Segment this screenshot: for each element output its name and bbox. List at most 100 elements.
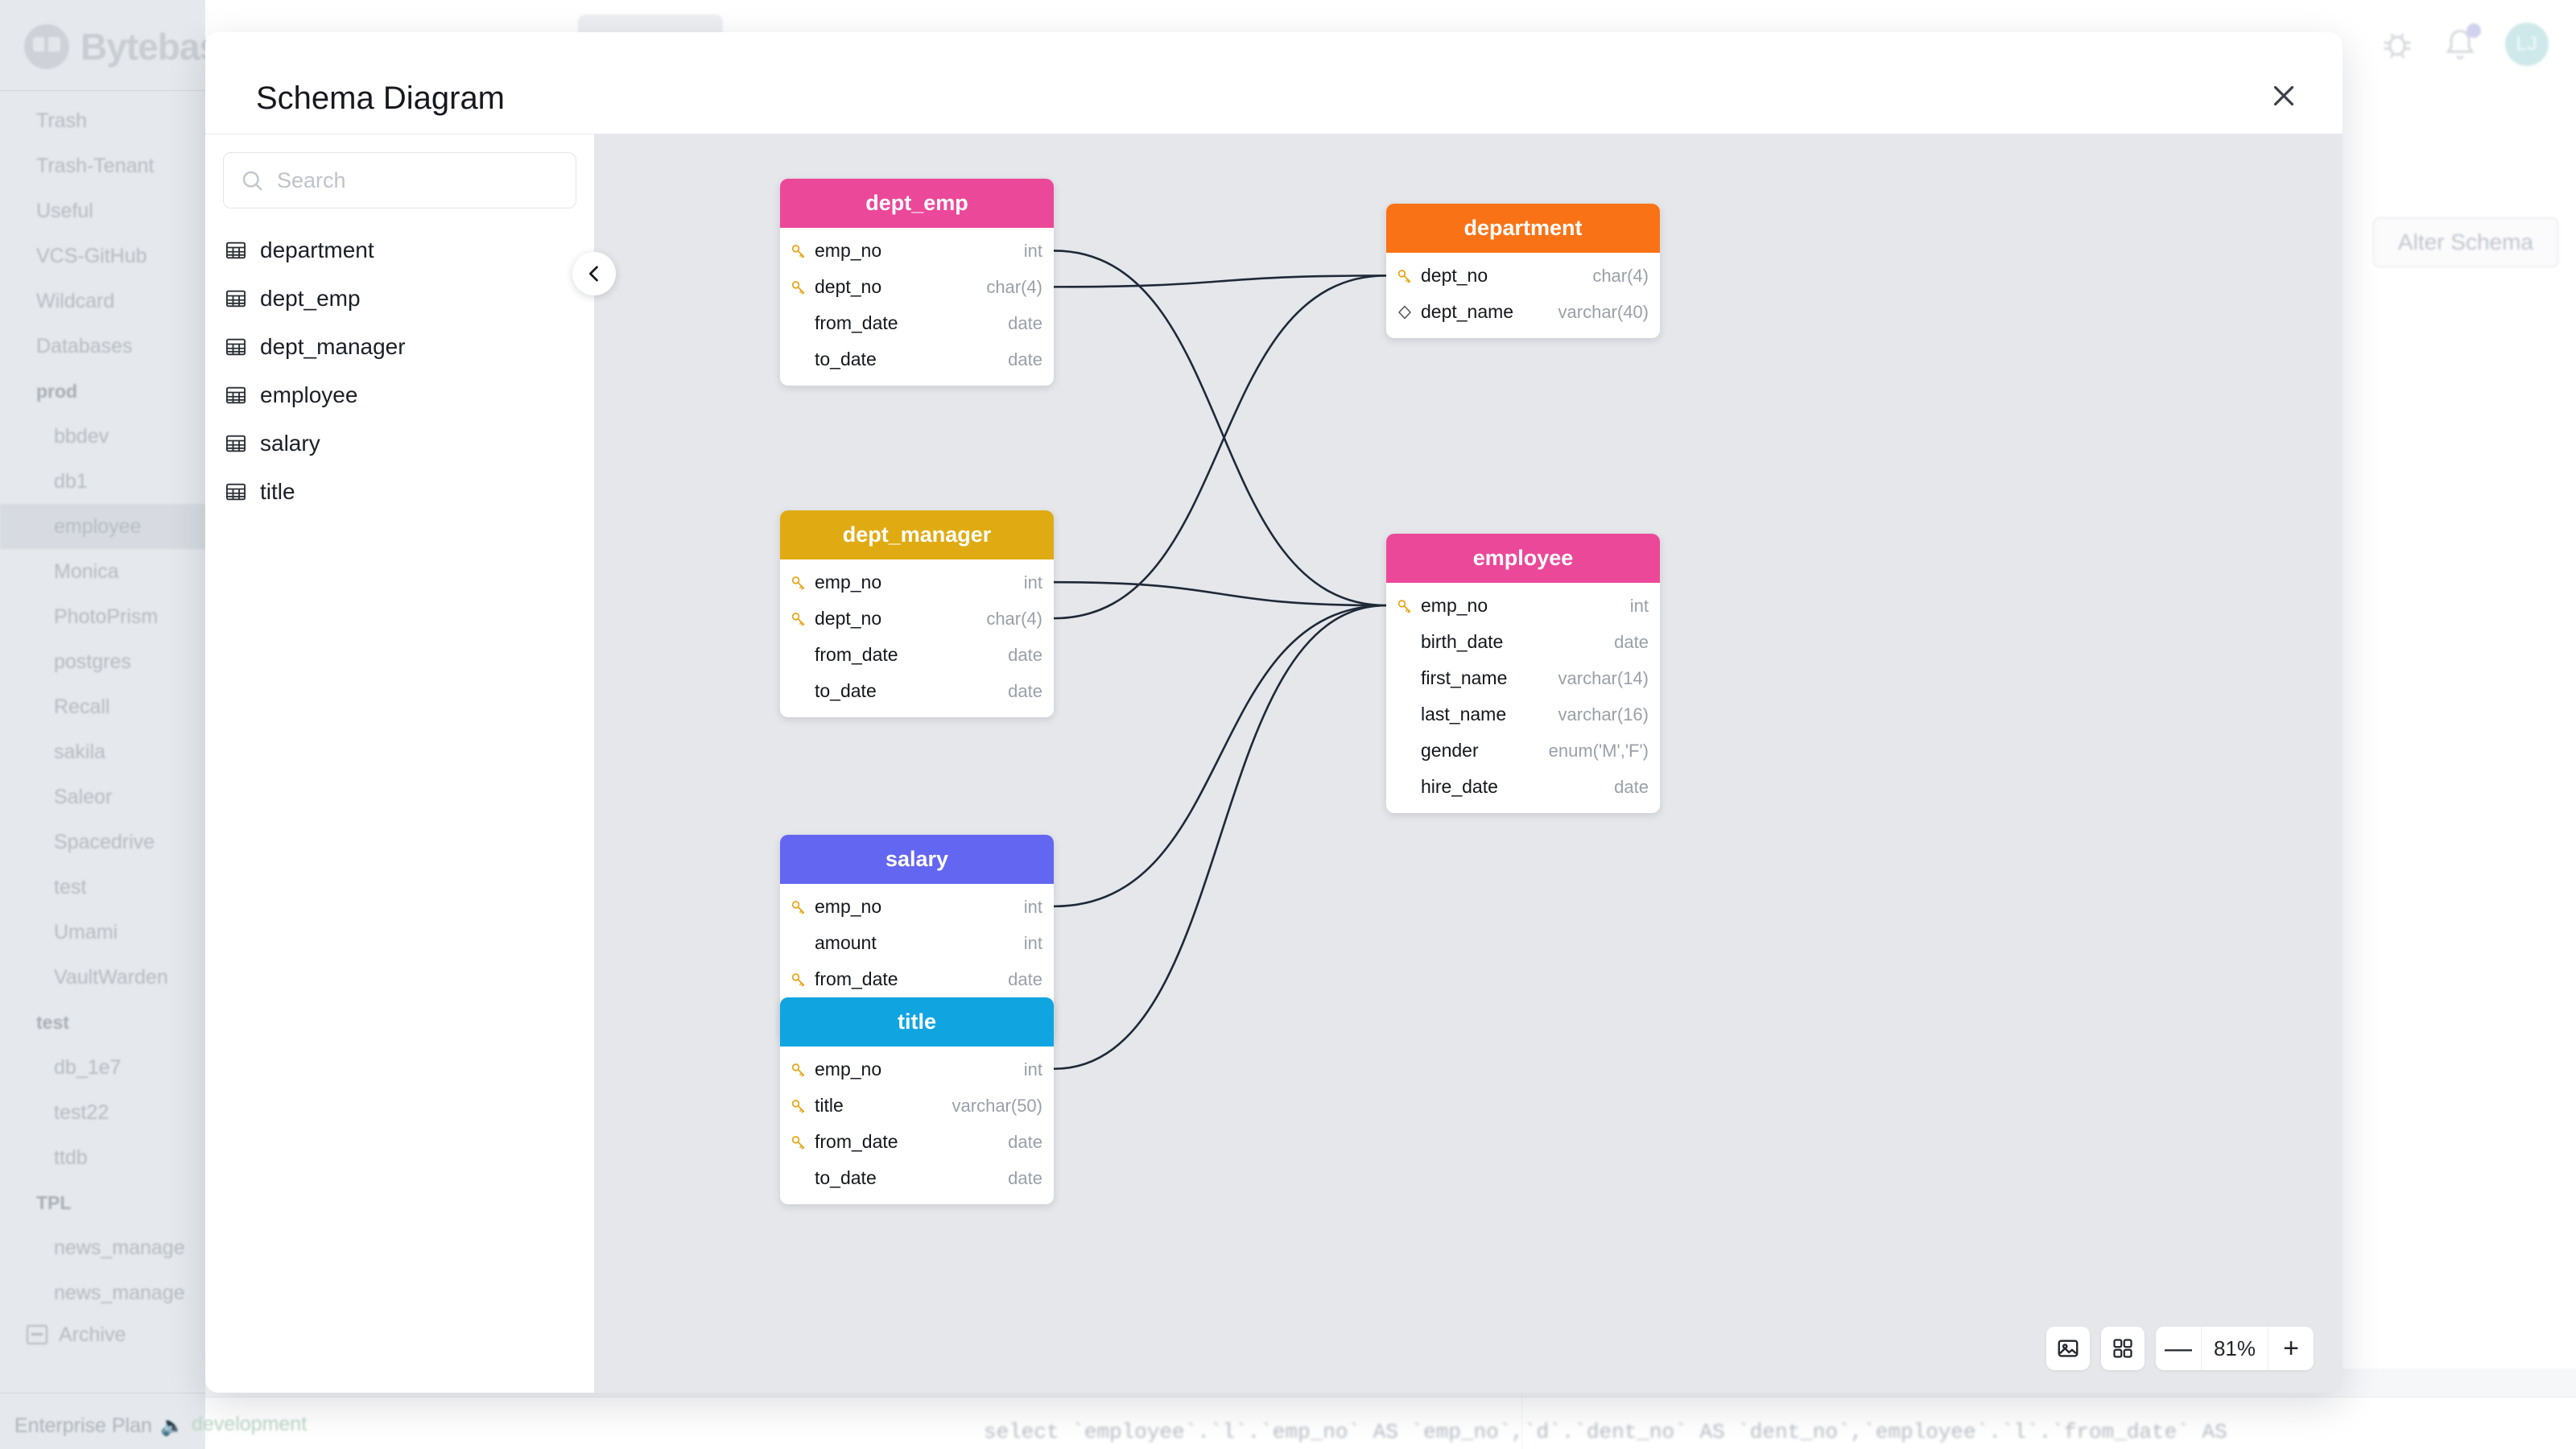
column-type: int xyxy=(1023,572,1042,592)
sidebar-item-vcs-github[interactable]: VCS-GitHub xyxy=(36,244,147,267)
relationship-edges xyxy=(1032,241,1387,1079)
column-name: to_date xyxy=(815,349,877,369)
page-title: Schema Diagram xyxy=(256,80,506,116)
column-type: date xyxy=(1008,968,1042,989)
collapse-panel-button[interactable] xyxy=(572,252,616,295)
column-row[interactable]: title varchar(50) xyxy=(780,1088,1054,1124)
avatar[interactable]: LJ xyxy=(2505,23,2549,66)
sidebar-item-monica[interactable]: Monica xyxy=(54,559,119,583)
column-row[interactable]: emp_no int xyxy=(780,564,1054,601)
table-node-dept_emp[interactable]: dept_emp emp_no int dept_no char(4) from… xyxy=(780,179,1054,386)
close-icon[interactable] xyxy=(2262,74,2306,118)
sidebar-item-news-manage[interactable]: news_manage xyxy=(54,1236,185,1259)
column-name: title xyxy=(815,1095,844,1116)
sidebar-item-photoprism[interactable]: PhotoPrism xyxy=(54,605,159,628)
column-row[interactable]: from_date date xyxy=(780,637,1054,673)
table-list-item-department[interactable]: department xyxy=(205,226,594,275)
sql-preview-text: select `employee`.`l`.`emp_no` AS `emp_n… xyxy=(984,1420,2227,1444)
column-type: int xyxy=(1629,595,1649,616)
column-name: dept_no xyxy=(1421,265,1488,286)
column-row[interactable]: to_date date xyxy=(780,673,1054,709)
sidebar-item-umami[interactable]: Umami xyxy=(54,920,118,943)
sidebar-item-prod: prod xyxy=(36,380,78,402)
column-row[interactable]: amount int xyxy=(780,925,1054,961)
primary-key-icon xyxy=(790,1097,807,1115)
sidebar-item-databases[interactable]: Databases xyxy=(36,334,133,357)
primary-key-icon xyxy=(790,279,807,296)
table-list-item-salary[interactable]: salary xyxy=(205,419,594,468)
table-list-item-dept_emp[interactable]: dept_emp xyxy=(205,275,594,323)
column-type: varchar(50) xyxy=(952,1095,1042,1116)
sidebar-item-archive[interactable]: Archive xyxy=(0,1311,205,1359)
column-name: amount xyxy=(815,932,877,953)
sidebar-item-db-1e7[interactable]: db_1e7 xyxy=(54,1055,122,1079)
table-list-item-label: dept_emp xyxy=(260,286,361,311)
table-node-dept_manager[interactable]: dept_manager emp_no int dept_no char(4) … xyxy=(780,510,1054,717)
column-row[interactable]: emp_no int xyxy=(780,1051,1054,1088)
sidebar-item-spacedrive[interactable]: Spacedrive xyxy=(54,830,155,853)
sidebar-item-trash[interactable]: Trash xyxy=(36,109,87,132)
sidebar-item-recall[interactable]: Recall xyxy=(54,695,110,718)
column-row[interactable]: to_date date xyxy=(780,341,1054,378)
sidebar-item-trash-tenant[interactable]: Trash-Tenant xyxy=(36,154,155,177)
sidebar-item-sakila[interactable]: sakila xyxy=(54,740,105,763)
sidebar-item-db1[interactable]: db1 xyxy=(54,469,88,493)
table-list-item-employee[interactable]: employee xyxy=(205,371,594,419)
column-row[interactable]: first_name varchar(14) xyxy=(1386,660,1660,696)
table-node-header: department xyxy=(1386,204,1660,253)
sidebar-item-bbdev[interactable]: bbdev xyxy=(54,424,109,448)
sidebar-item-saleor[interactable]: Saleor xyxy=(54,785,113,808)
bug-icon[interactable] xyxy=(2380,27,2415,62)
table-list-item-label: dept_manager xyxy=(260,334,406,359)
search-box[interactable] xyxy=(223,152,576,208)
diagram-canvas[interactable]: dept_emp emp_no int dept_no char(4) from… xyxy=(595,134,2343,1393)
column-row[interactable]: birth_date date xyxy=(1386,624,1660,660)
sidebar-item-employee[interactable]: employee xyxy=(0,504,205,549)
column-row[interactable]: last_name varchar(16) xyxy=(1386,696,1660,733)
notification-bell-icon[interactable] xyxy=(2442,23,2481,62)
table-node-columns: dept_no char(4) dept_name varchar(40) xyxy=(1386,253,1660,338)
fit-view-grid-icon[interactable] xyxy=(2101,1327,2145,1370)
export-image-icon[interactable] xyxy=(2046,1327,2090,1370)
sidebar-item-vaultwarden[interactable]: VaultWarden xyxy=(54,965,168,989)
column-row[interactable]: dept_no char(4) xyxy=(780,269,1054,305)
column-row[interactable]: dept_name varchar(40) xyxy=(1386,294,1660,330)
table-icon xyxy=(225,287,247,310)
sidebar-item-postgres[interactable]: postgres xyxy=(54,650,131,673)
no-key-spacer xyxy=(1396,706,1414,724)
column-row[interactable]: to_date date xyxy=(780,1160,1054,1196)
table-node-department[interactable]: department dept_no char(4) dept_name var… xyxy=(1386,204,1660,338)
no-key-spacer xyxy=(790,683,807,700)
zoom-in-button[interactable]: + xyxy=(2283,1332,2299,1364)
sidebar-item-test[interactable]: test xyxy=(54,875,87,898)
unique-index-icon xyxy=(1396,303,1414,321)
column-name: dept_name xyxy=(1421,301,1514,322)
column-row[interactable]: from_date date xyxy=(780,1124,1054,1160)
zoom-out-button[interactable]: — xyxy=(2165,1332,2192,1364)
column-row[interactable]: dept_no char(4) xyxy=(1386,258,1660,294)
no-key-spacer xyxy=(790,646,807,664)
table-node-employee[interactable]: employee emp_no int birth_date date firs… xyxy=(1386,534,1660,813)
column-name: birth_date xyxy=(1421,631,1504,652)
sidebar-item-wildcard[interactable]: Wildcard xyxy=(36,289,115,312)
sidebar-item-news-manage[interactable]: news_manage xyxy=(54,1281,185,1304)
sidebar-item-test22[interactable]: test22 xyxy=(54,1100,109,1124)
column-type: int xyxy=(1023,1059,1042,1080)
speaker-icon: 🔈 xyxy=(159,1415,184,1437)
column-row[interactable]: gender enum('M','F') xyxy=(1386,733,1660,769)
column-row[interactable]: emp_no int xyxy=(780,889,1054,925)
column-row[interactable]: from_date date xyxy=(780,305,1054,341)
column-row[interactable]: emp_no int xyxy=(780,233,1054,269)
table-node-title[interactable]: title emp_no int title varchar(50) from_… xyxy=(780,997,1054,1204)
table-list-item-dept_manager[interactable]: dept_manager xyxy=(205,323,594,371)
alter-schema-button[interactable]: Alter Schema xyxy=(2372,217,2558,267)
column-row[interactable]: hire_date date xyxy=(1386,769,1660,805)
column-row[interactable]: emp_no int xyxy=(1386,588,1660,624)
sidebar-item-useful[interactable]: Useful xyxy=(36,199,93,222)
table-list-item-title[interactable]: title xyxy=(205,468,594,516)
search-input[interactable] xyxy=(277,167,559,193)
column-row[interactable]: from_date date xyxy=(780,961,1054,997)
sidebar-item-ttdb[interactable]: ttdb xyxy=(54,1146,88,1169)
table-list-item-label: salary xyxy=(260,431,320,456)
column-row[interactable]: dept_no char(4) xyxy=(780,601,1054,637)
